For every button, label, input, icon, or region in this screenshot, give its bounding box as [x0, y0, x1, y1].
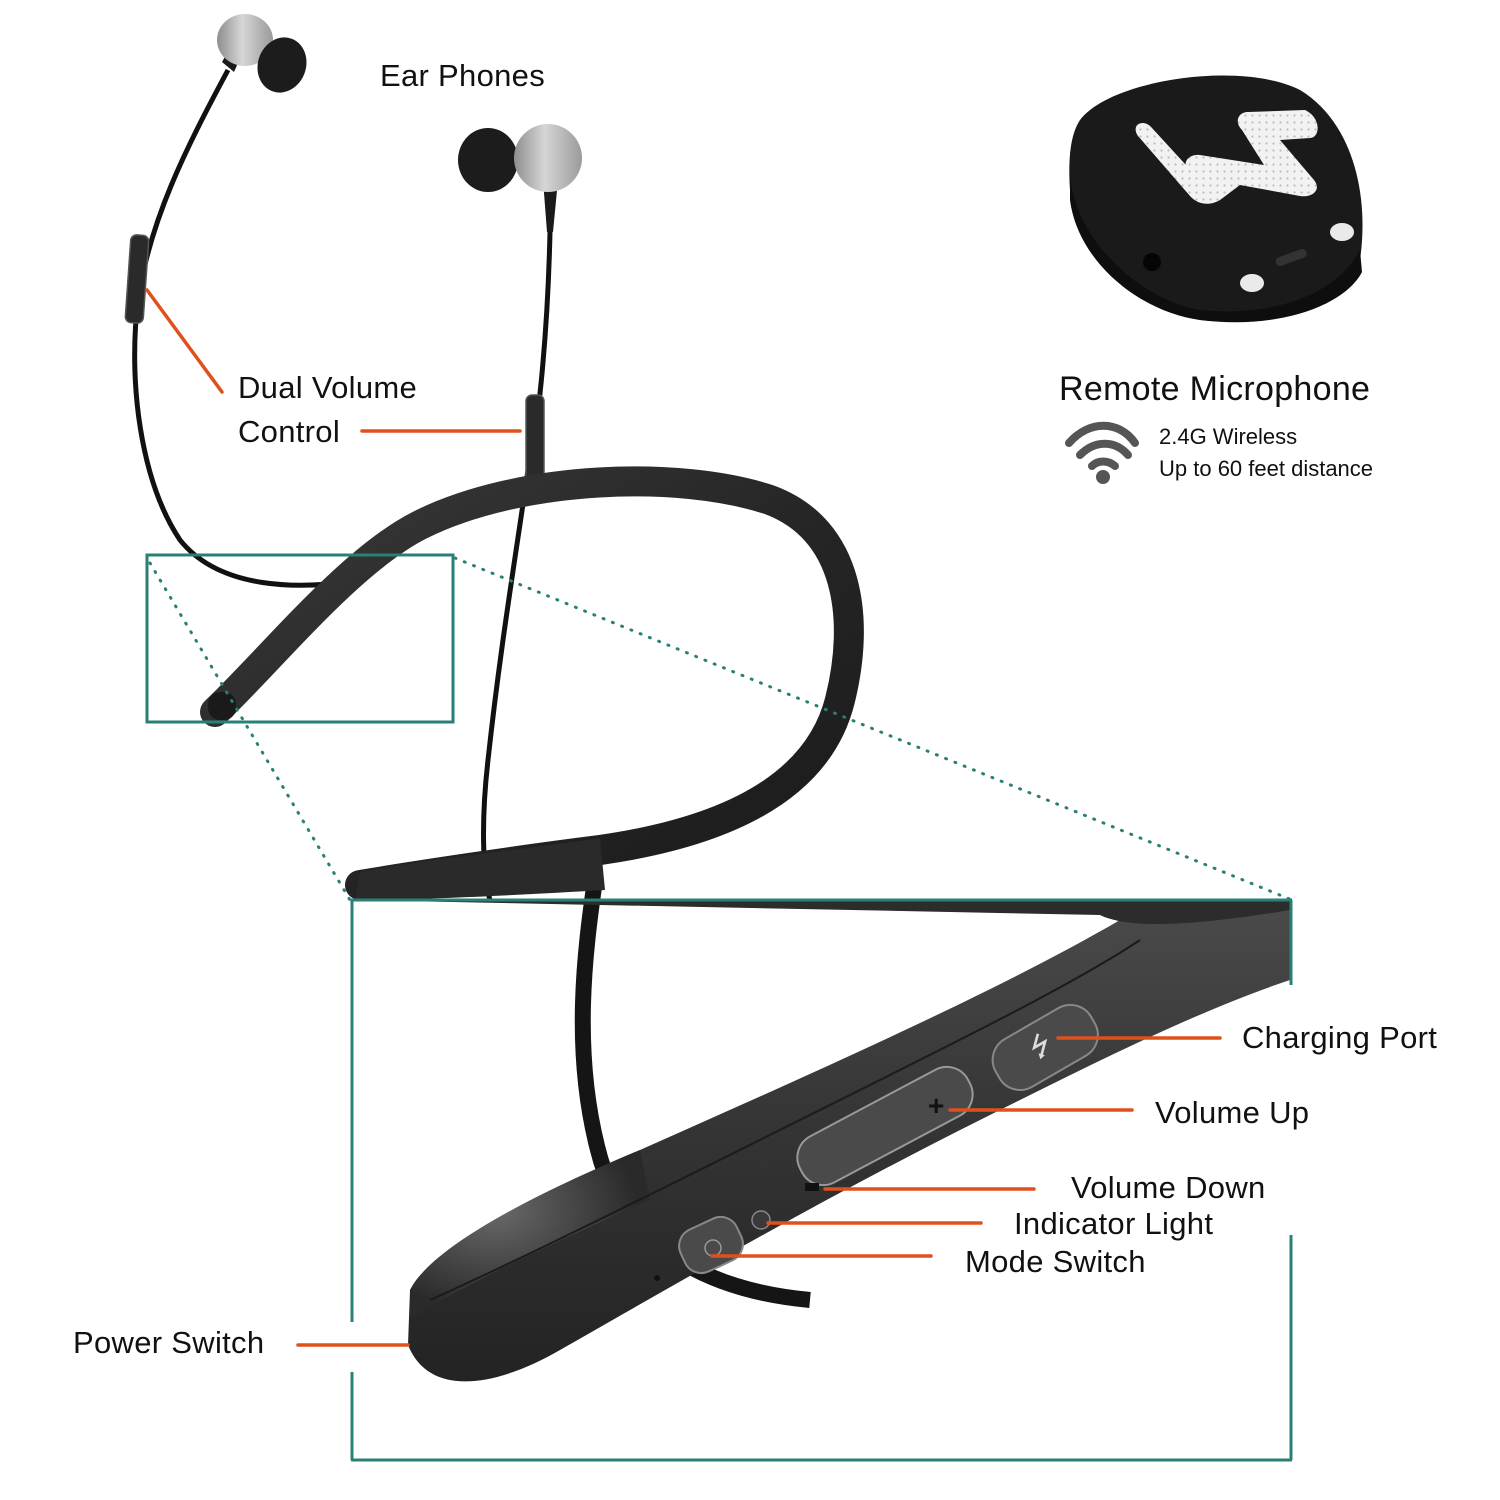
plus-icon: +	[928, 1090, 944, 1121]
ear-phones-label: Ear Phones	[380, 58, 545, 93]
volume-up-label: Volume Up	[1155, 1095, 1310, 1130]
dual-volume-label-line2: Control	[238, 414, 341, 449]
power-switch-label: Power Switch	[73, 1325, 265, 1360]
zoom-detail-frame	[350, 898, 1293, 1462]
volume-down-label: Volume Down	[1071, 1170, 1266, 1205]
mode-switch	[678, 1215, 744, 1275]
earphone-right	[458, 124, 811, 1308]
zoom-source-box	[145, 553, 455, 724]
charging-port: ⭍	[991, 1003, 1099, 1091]
charging-port-label: Charging Port	[1242, 1020, 1438, 1055]
leader-lines	[145, 288, 1222, 1347]
mode-switch-label: Mode Switch	[965, 1244, 1146, 1279]
remote-microphone-title: Remote Microphone	[1059, 370, 1371, 408]
volume-rocker: +	[796, 1065, 974, 1191]
indicator-light	[751, 1210, 771, 1230]
wifi-icon	[1065, 421, 1139, 484]
zoom-line-right	[453, 556, 1294, 902]
earphone-left	[124, 14, 361, 588]
dual-volume-label-line1: Dual Volume	[238, 370, 418, 405]
minus-icon	[805, 1183, 819, 1191]
distance-spec: Up to 60 feet distance	[1159, 456, 1374, 481]
remote-microphone-device	[1069, 75, 1363, 323]
microphone-hole	[654, 1275, 660, 1281]
control-pod-detail: ⭍ +	[352, 900, 1290, 1382]
indicator-light-label: Indicator Light	[1014, 1206, 1214, 1241]
neckband	[200, 466, 864, 900]
wireless-spec: 2.4G Wireless	[1159, 424, 1298, 449]
